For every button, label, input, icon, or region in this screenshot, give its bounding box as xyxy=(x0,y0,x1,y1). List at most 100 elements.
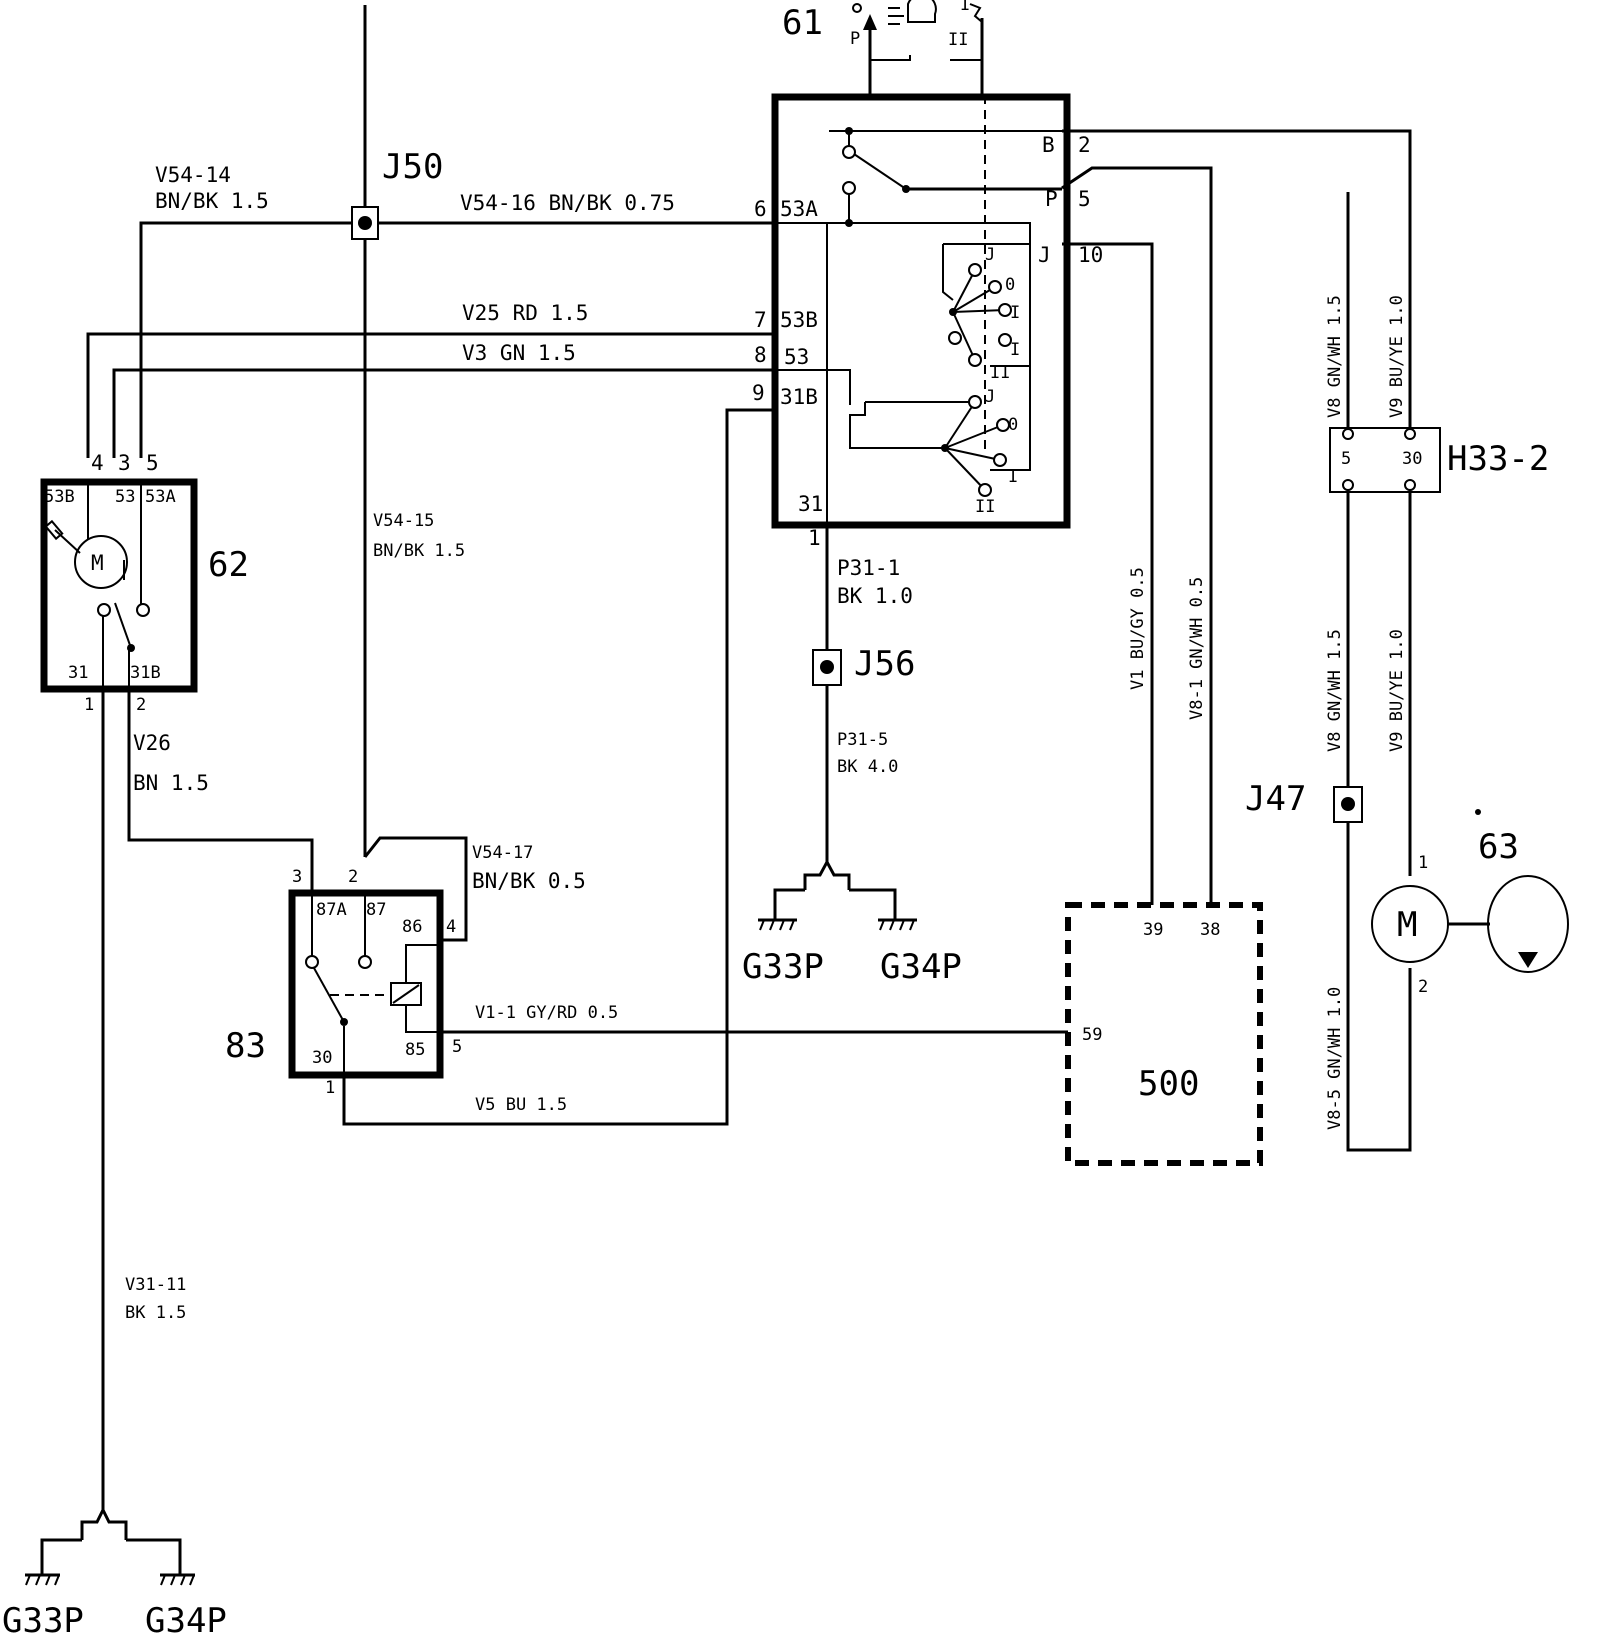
switch-contact-arm xyxy=(850,151,907,190)
selector-upper-c4 xyxy=(998,333,1012,347)
label-v54-17-a: V54-17 xyxy=(472,843,533,863)
relay-83-contact-87a xyxy=(305,955,319,969)
connector-h33-2-pin-5: 5 xyxy=(1341,449,1351,469)
switch-pos-ii1: II xyxy=(990,363,1010,383)
component-62-term-53: 53 xyxy=(115,487,135,507)
switch-node-c xyxy=(902,185,910,193)
module-500-pin-59: 59 xyxy=(1082,1025,1102,1045)
label-v1-1: V1-1 GY/RD 0.5 xyxy=(475,1003,618,1023)
component-62-term-31b: 31B xyxy=(130,663,161,683)
module-500-id: 500 xyxy=(1138,1064,1199,1104)
relay-83-term-85: 85 xyxy=(405,1040,425,1060)
connector-h33-2-id: H33-2 xyxy=(1447,439,1549,479)
relay-83-pin-2: 2 xyxy=(348,867,358,887)
selector-upper-c3 xyxy=(998,303,1012,317)
wire-v8-5 xyxy=(1346,820,1412,1152)
relay-83-term-30: 30 xyxy=(312,1048,332,1068)
label-v54-17-b: BN/BK 0.5 xyxy=(472,869,586,893)
junction-j47-dot xyxy=(1341,797,1355,811)
switch-pos-i3: I xyxy=(1010,303,1020,323)
switch-term-53: 53 xyxy=(784,345,809,369)
switch-node-b xyxy=(845,219,853,227)
selector-lower-c3 xyxy=(993,453,1007,467)
connector-h33-2-pin-c xyxy=(1342,479,1354,491)
ground-bottom-r-hatch xyxy=(160,1574,195,1586)
label-v31-11-b: BK 1.5 xyxy=(125,1303,186,1323)
wiper-switch-housing xyxy=(771,93,1071,529)
switch-pos-o1: 0 xyxy=(1005,275,1015,295)
ground-center-l-hatch xyxy=(759,919,795,931)
junction-j56-label: J56 xyxy=(854,644,915,684)
switch-term-b: B xyxy=(1042,133,1055,157)
ground-bottom-g34p: G34P xyxy=(145,1601,227,1641)
switch-pos-ii2: II xyxy=(975,497,995,517)
relay-83-term-87: 87 xyxy=(366,900,386,920)
label-v54-14-a: V54-14 xyxy=(155,163,231,187)
selector-lower-c2 xyxy=(996,418,1010,432)
label-p31-1-b: BK 1.0 xyxy=(837,584,913,608)
component-63-motor-m: M xyxy=(1397,905,1417,945)
selector-upper-c5 xyxy=(948,331,962,345)
relay-83-coil-top xyxy=(405,944,440,983)
switch-term-31b: 31B xyxy=(780,385,818,409)
switch-pin-8: 8 xyxy=(754,343,767,367)
switch-contact-1 xyxy=(842,145,856,159)
switch-pos-i1: I xyxy=(1010,340,1020,360)
label-v8-top: V8 GN/WH 1.5 xyxy=(1325,295,1345,418)
label-v3: V3 GN 1.5 xyxy=(462,341,576,365)
component-61-pin-top xyxy=(852,3,862,13)
relay-83-coil-bot xyxy=(405,1005,440,1033)
switch-pin-7: 7 xyxy=(754,308,767,332)
switch-pos-j2: J xyxy=(985,387,995,407)
component-63-pin-1: 1 xyxy=(1418,853,1428,873)
component-61-lead-3 xyxy=(969,3,983,23)
label-v54-16: V54-16 BN/BK 0.75 xyxy=(460,191,675,215)
selector-upper-pivot xyxy=(949,308,957,316)
relay-83: 83 3 2 87A 87 86 4 85 5 30 1 xyxy=(225,867,462,1098)
switch-term-j: J xyxy=(1038,243,1051,267)
switch-contact-2 xyxy=(842,181,856,195)
component-63-id: 63 xyxy=(1478,827,1519,867)
component-62-motor-m: M xyxy=(91,551,104,575)
selector-upper-arm-a xyxy=(952,269,976,313)
relay-83-pin-3: 3 xyxy=(292,867,302,887)
junction-j50-label: J50 xyxy=(382,147,443,187)
component-61-arrowhead xyxy=(863,14,877,30)
label-p31-5-a: P31-5 xyxy=(837,730,888,750)
switch-pos-j1: J xyxy=(985,245,995,265)
relay-83-term-86: 86 xyxy=(402,917,422,937)
component-63-pin-2: 2 xyxy=(1418,977,1428,997)
component-61-pin-p: P xyxy=(850,29,860,49)
wire-v9-top xyxy=(1062,129,1412,428)
connector-h33-2-pin-30: 30 xyxy=(1402,449,1422,469)
switch-pin-10: 10 xyxy=(1078,243,1103,267)
ground-center-split xyxy=(803,858,851,890)
label-v54-15-b: BN/BK 1.5 xyxy=(373,541,465,561)
switch-term-53a: 53A xyxy=(780,197,818,221)
component-62-pin-1: 1 xyxy=(84,695,94,715)
component-61-pin-i: I xyxy=(960,0,970,15)
selector-upper-c2 xyxy=(988,280,1002,294)
label-v9-mid: V9 BU/YE 1.0 xyxy=(1387,629,1407,752)
module-500-pin-39: 39 xyxy=(1143,920,1163,940)
component-62-pin-5: 5 xyxy=(146,451,159,475)
ground-center: G33P G34P xyxy=(742,858,962,987)
component-61: 61 P II I xyxy=(782,0,983,61)
component-63: M 63 1 2 xyxy=(1371,809,1569,997)
label-v25: V25 RD 1.5 xyxy=(462,301,588,325)
wiper-switch: 6 53A 7 53B 8 53 9 31B 31 1 B 2 P 5 J 10… xyxy=(752,93,1103,550)
label-v9-top: V9 BU/YE 1.0 xyxy=(1387,295,1407,418)
ground-center-right xyxy=(849,888,897,920)
component-63-pump xyxy=(1487,875,1569,973)
selector-lower-arm-b xyxy=(944,424,1004,449)
wire-v3 xyxy=(112,368,775,458)
junction-j56: J56 xyxy=(812,644,915,686)
component-62-term-53b: 53B xyxy=(44,487,75,507)
relay-83-pivot xyxy=(340,1018,348,1026)
ground-center-g33p: G33P xyxy=(742,947,824,987)
component-62-contact-2 xyxy=(136,603,150,617)
ground-bottom: G33P G34P xyxy=(2,1506,227,1641)
component-61-lead xyxy=(870,55,911,61)
component-62-brush xyxy=(44,519,64,541)
